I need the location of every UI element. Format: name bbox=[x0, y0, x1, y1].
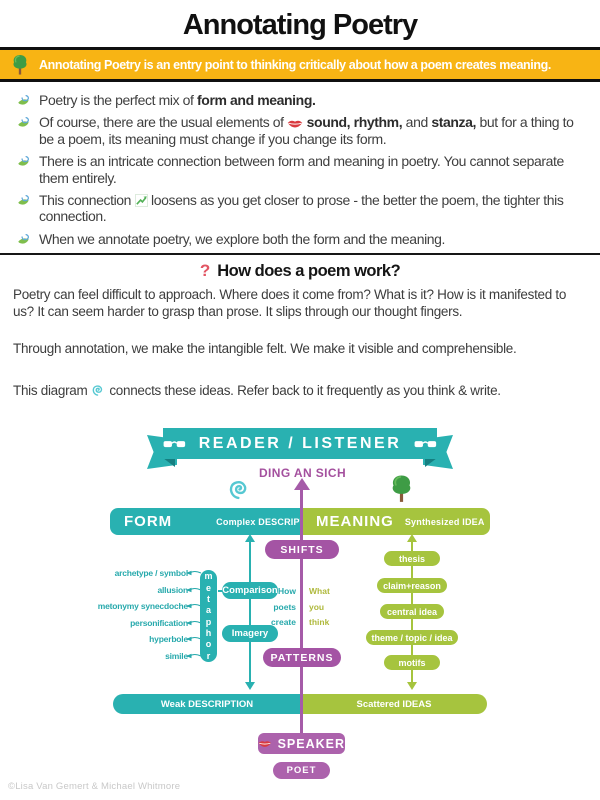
bullet-item-5: When we annotate poetry, we explore both… bbox=[16, 231, 580, 247]
meaning-arrow-down bbox=[407, 682, 417, 690]
tree-icon bbox=[388, 474, 415, 504]
meaning-title: MEANING bbox=[316, 513, 394, 530]
device-label: metonymy synecdoche bbox=[97, 601, 188, 611]
leaf-icon bbox=[16, 154, 31, 169]
bullet-item-3: There is an intricate connection between… bbox=[16, 153, 580, 186]
what-you-think-label: What you think bbox=[309, 586, 330, 627]
leaf-icon bbox=[16, 115, 31, 130]
paragraph-1: Poetry can feel difficult to approach. W… bbox=[13, 287, 567, 320]
speaker-axis-line bbox=[300, 489, 303, 733]
leaf-icon bbox=[16, 193, 31, 208]
meaning-bar: MEANING Synthesized IDEA bbox=[302, 508, 490, 535]
shifts-pill: SHIFTS bbox=[265, 540, 339, 559]
bullet-item-2: Of course, there are the usual elements … bbox=[16, 114, 580, 147]
metaphor-comparison-connector bbox=[218, 590, 223, 592]
device-arrows bbox=[186, 570, 202, 659]
poet-pill: POET bbox=[273, 762, 330, 779]
bullet-text: This connection loosens as you get close… bbox=[39, 191, 564, 225]
comparison-pill: Comparison bbox=[222, 582, 278, 599]
cyclone-icon bbox=[91, 383, 106, 398]
device-label: archetype / symbol bbox=[114, 568, 189, 578]
section-heading: ? How does a poem work? bbox=[0, 255, 600, 281]
form-bar: FORM Complex DESCRIPTION bbox=[110, 508, 322, 535]
form-subtitle: Complex DESCRIPTION bbox=[216, 516, 322, 527]
central-idea-pill: central idea bbox=[380, 604, 444, 619]
glasses-icon bbox=[163, 438, 186, 449]
ding-an-sich-arrowhead bbox=[294, 478, 310, 490]
ribbon-fold-left bbox=[163, 458, 175, 467]
motifs-pill: motifs bbox=[384, 655, 440, 670]
reader-listener-ribbon: READER / LISTENER bbox=[163, 428, 437, 459]
patterns-pill: PATTERNS bbox=[263, 648, 341, 667]
thesis-pill: thesis bbox=[384, 551, 440, 566]
lips-icon bbox=[258, 739, 272, 748]
chart-increasing-icon bbox=[135, 194, 148, 207]
copyright-credit: ©Lisa Van Gemert & Michael Whitmore bbox=[8, 781, 181, 792]
section-divider bbox=[0, 253, 600, 255]
bullet-item-1: Poetry is the perfect mix of form and me… bbox=[16, 92, 580, 108]
reader-listener-label: READER / LISTENER bbox=[198, 434, 402, 452]
device-label: hyperbole bbox=[149, 634, 188, 644]
imagery-pill: Imagery bbox=[222, 625, 278, 642]
meaning-arrow-up bbox=[407, 534, 417, 542]
leaf-icon bbox=[16, 232, 31, 247]
banner-text: Annotating Poetry is an entry point to t… bbox=[39, 57, 551, 72]
form-arrow-up bbox=[245, 534, 255, 542]
leaf-icon bbox=[16, 93, 31, 108]
weak-description-bar: Weak DESCRIPTION bbox=[113, 694, 301, 714]
poem-diagram: READER / LISTENER DING AN SICH FORM Comp… bbox=[0, 425, 600, 800]
paragraph-2: Through annotation, we make the intangib… bbox=[13, 340, 517, 356]
device-label: simile bbox=[165, 651, 188, 661]
how-poets-create-label: How poets create bbox=[270, 586, 296, 627]
intro-banner: Annotating Poetry is an entry point to t… bbox=[0, 47, 600, 82]
lips-icon bbox=[287, 119, 303, 128]
form-axis-line bbox=[249, 541, 251, 683]
tree-icon bbox=[10, 54, 30, 76]
bullet-text: When we annotate poetry, we explore both… bbox=[39, 230, 446, 247]
theme-topic-idea-pill: theme / topic / idea bbox=[366, 630, 458, 645]
form-title: FORM bbox=[124, 513, 173, 530]
device-label: allusion bbox=[157, 585, 188, 595]
meaning-subtitle: Synthesized IDEA bbox=[404, 516, 485, 527]
bullet-text: There is an intricate connection between… bbox=[39, 153, 564, 186]
ribbon-fold-right bbox=[425, 458, 437, 467]
claim-reason-pill: claim+reason bbox=[377, 578, 447, 593]
form-arrow-down bbox=[245, 682, 255, 690]
glasses-icon bbox=[414, 438, 437, 449]
bullet-text: Poetry is the perfect mix of form and me… bbox=[39, 92, 316, 108]
page-title: Annotating Poetry bbox=[182, 9, 418, 41]
bullet-item-4: This connection loosens as you get close… bbox=[16, 192, 580, 225]
ding-an-sich-label: DING AN SICH bbox=[258, 466, 347, 480]
bullet-text: Of course, there are the usual elements … bbox=[39, 114, 574, 147]
section-heading-text: How does a poem work? bbox=[217, 261, 401, 280]
scattered-ideas-bar: Scattered IDEAS bbox=[301, 694, 487, 714]
cyclone-icon bbox=[227, 477, 253, 503]
device-label: personification bbox=[130, 618, 188, 628]
question-mark-icon: ? bbox=[199, 261, 211, 280]
paragraph-3: This diagram connects these ideas. Refer… bbox=[13, 382, 501, 398]
bullet-list: Poetry is the perfect mix of form and me… bbox=[0, 82, 600, 247]
speaker-label: SPEAKER bbox=[277, 736, 345, 751]
speaker-pill: SPEAKER bbox=[258, 733, 345, 754]
